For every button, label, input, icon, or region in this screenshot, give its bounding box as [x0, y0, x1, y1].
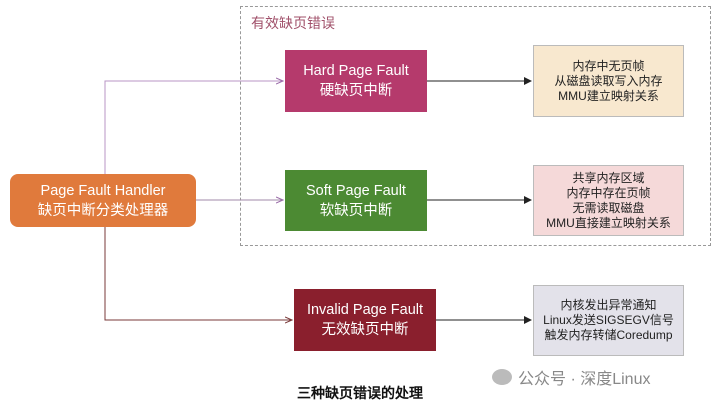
wechat-icon: [492, 369, 512, 385]
note-line: 触发内存转储Coredump: [544, 328, 673, 342]
hard-fault-note: 内存中无页帧 从磁盘读取写入内存 MMU建立映射关系: [533, 45, 684, 117]
hard-page-fault-node: Hard Page Fault 硬缺页中断: [285, 50, 427, 112]
watermark-text: 公众号 · 深度Linux: [518, 371, 651, 388]
fault-subtitle: 软缺页中断: [319, 202, 393, 219]
soft-fault-note: 共享内存区域 内存中存在页帧 无需读取磁盘 MMU直接建立映射关系: [533, 165, 684, 236]
note-line: 内存中无页帧: [572, 58, 645, 73]
fault-subtitle: 硬缺页中断: [319, 83, 393, 99]
note-line: 内存中存在页帧: [566, 185, 651, 200]
note-line: Linux发送SIGSEGV信号: [543, 313, 674, 327]
fault-title: Soft Page Fault: [306, 182, 406, 199]
page-fault-handler-node: Page Fault Handler 缺页中断分类处理器: [10, 174, 196, 227]
edge-handler-invalid: [104, 227, 292, 320]
valid-fault-group: [240, 6, 711, 246]
handler-title: Page Fault Handler: [40, 182, 166, 199]
note-line: MMU建立映射关系: [558, 88, 659, 103]
fault-title: Hard Page Fault: [303, 63, 409, 79]
fault-subtitle: 无效缺页中断: [321, 322, 409, 338]
note-line: 内核发出异常通知: [560, 298, 657, 312]
note-line: 共享内存区域: [572, 170, 645, 185]
fault-title: Invalid Page Fault: [306, 302, 424, 318]
invalid-fault-note: 内核发出异常通知 Linux发送SIGSEGV信号 触发内存转储Coredump: [533, 285, 684, 356]
group-label: 有效缺页错误: [251, 15, 335, 31]
invalid-page-fault-node: Invalid Page Fault 无效缺页中断: [294, 289, 436, 351]
note-line: MMU直接建立映射关系: [546, 215, 671, 230]
watermark: 公众号 · 深度Linux: [492, 365, 650, 389]
edge-handler-hard: [104, 81, 283, 174]
note-line: 从磁盘读取写入内存: [554, 73, 663, 88]
soft-page-fault-node: Soft Page Fault 软缺页中断: [285, 170, 427, 231]
note-line: 无需读取磁盘: [572, 200, 645, 215]
diagram-caption: 三种缺页错误的处理: [297, 385, 423, 401]
handler-subtitle: 缺页中断分类处理器: [37, 202, 169, 219]
